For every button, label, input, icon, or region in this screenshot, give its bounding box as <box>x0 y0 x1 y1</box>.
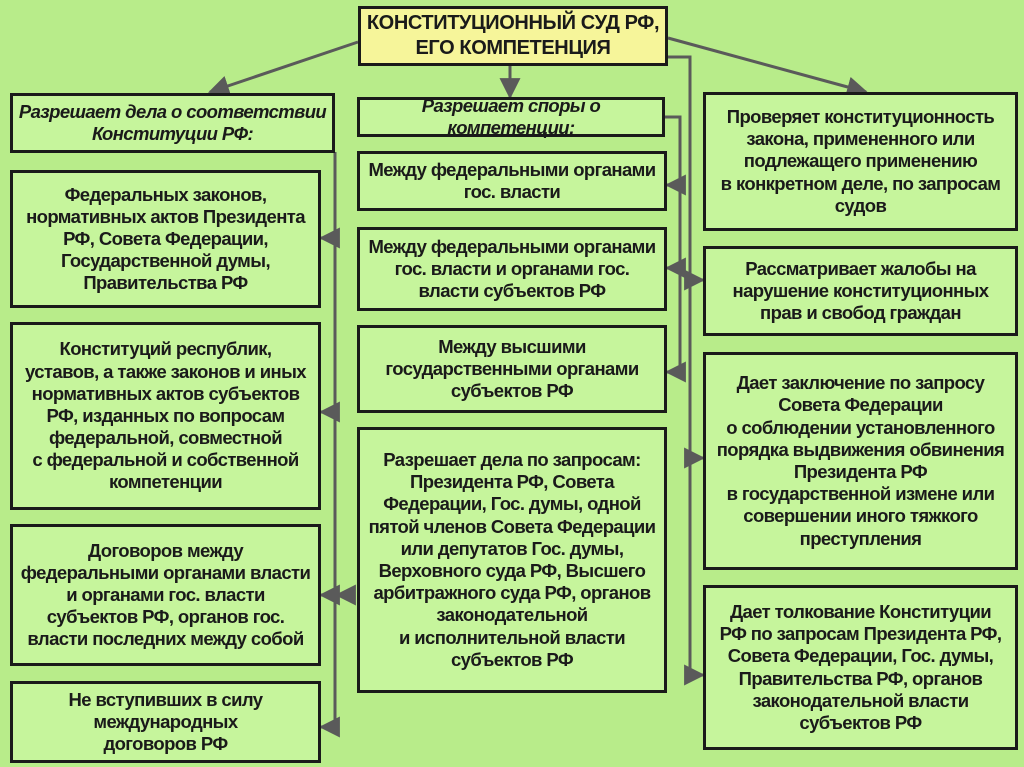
left-item-international-treaties: Не вступивших в силу международных догов… <box>10 681 321 763</box>
title-box: КОНСТИТУЦИОННЫЙ СУД РФ, ЕГО КОМПЕТЕНЦИЯ <box>358 6 668 66</box>
middle-requests-box: Разрешает дела по запросам: Президента Р… <box>357 427 667 693</box>
right-item-law-constitutionality: Проверяет конституционность закона, прим… <box>703 92 1018 231</box>
left-item-federal-laws: Федеральных законов, нормативных актов П… <box>10 170 321 308</box>
left-item-republic-constitutions: Конституций республик, уставов, а также … <box>10 322 321 510</box>
middle-item-federal-and-regional: Между федеральными органами гос. власти … <box>357 227 667 311</box>
right-item-constitution-interpretation: Дает толкование Конституции РФ по запрос… <box>703 585 1018 750</box>
left-header-box: Разрешает дела о соответствии Конституци… <box>10 93 335 153</box>
middle-header-box: Разрешает споры о компетенции: <box>357 95 665 138</box>
middle-item-federal-bodies: Между федеральными органами гос. власти <box>357 151 667 211</box>
left-item-treaties: Договоров между федеральными органами вл… <box>10 524 321 666</box>
middle-item-regional-bodies: Между высшими государственными органами … <box>357 325 667 413</box>
right-item-impeachment-opinion: Дает заключение по запросу Совета Федера… <box>703 352 1018 570</box>
right-item-complaints: Рассматривает жалобы на нарушение консти… <box>703 246 1018 336</box>
